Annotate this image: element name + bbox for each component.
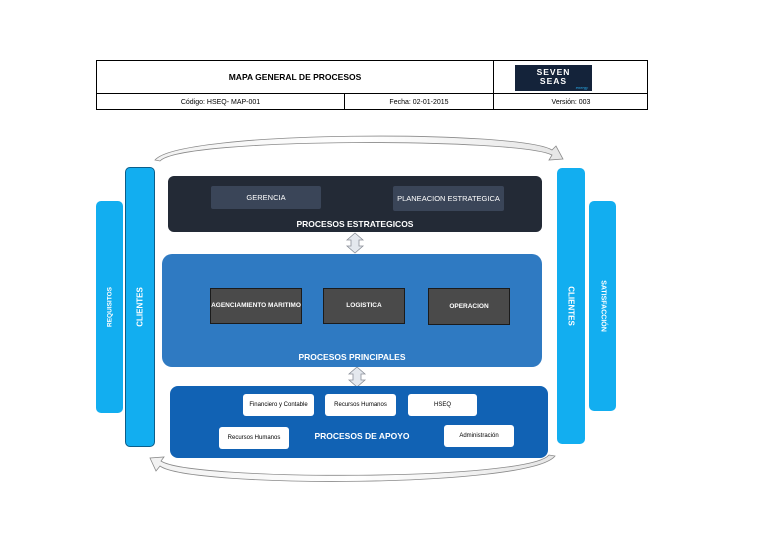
operacion-box: OPERACION bbox=[428, 288, 510, 325]
satisfaccion-bar: SATISFACCIÓN bbox=[589, 201, 616, 411]
clientes-left-bar: CLIENTES bbox=[125, 167, 155, 447]
procesos-principales-block: AGENCIAMIENTO MARITIMO LOGISTICA OPERACI… bbox=[162, 254, 542, 367]
procesos-estrategicos-label: PROCESOS ESTRATEGICOS bbox=[296, 219, 414, 229]
procesos-apoyo-block: Financiero y Contable Recursos Humanos H… bbox=[170, 386, 548, 458]
gerencia-box: GERENCIA bbox=[211, 186, 321, 209]
double-arrow-top bbox=[345, 232, 365, 254]
logo-cell: SEVEN SEAS energy bbox=[494, 61, 648, 94]
procesos-principales-label: PROCESOS PRINCIPALES bbox=[298, 352, 406, 362]
procesos-apoyo-label: PROCESOS DE APOYO bbox=[314, 431, 410, 441]
requisitos-bar: REQUISITOS bbox=[96, 201, 123, 413]
document-code: Código: HSEQ- MAP-001 bbox=[97, 94, 345, 110]
satisfaccion-label: SATISFACCIÓN bbox=[599, 280, 606, 332]
bottom-arc-arrow bbox=[149, 454, 556, 482]
agenciamiento-maritimo-box: AGENCIAMIENTO MARITIMO bbox=[210, 288, 302, 324]
clientes-left-label: CLIENTES bbox=[135, 287, 145, 327]
planeacion-estrategica-box: PLANEACION ESTRATEGICA bbox=[393, 186, 504, 211]
clientes-right-bar: CLIENTES bbox=[557, 168, 585, 444]
logistica-box: LOGISTICA bbox=[323, 288, 405, 324]
procesos-estrategicos-block: GERENCIA PLANEACION ESTRATEGICA PROCESOS… bbox=[168, 176, 542, 232]
document-version: Versión: 003 bbox=[551, 98, 591, 106]
administracion-box: Administración bbox=[444, 425, 514, 447]
top-arc-arrow bbox=[154, 135, 564, 162]
clientes-right-label: CLIENTES bbox=[566, 286, 576, 326]
document-title: MAPA GENERAL DE PROCESOS bbox=[97, 61, 494, 94]
double-arrow-bottom bbox=[347, 366, 367, 388]
document-date: Fecha: 02-01-2015 bbox=[345, 94, 494, 110]
document-header: MAPA GENERAL DE PROCESOS SEVEN SEAS ener… bbox=[96, 60, 648, 110]
financiero-contable-box: Financiero y Contable bbox=[243, 394, 314, 416]
recursos-humanos-box-1: Recursos Humanos bbox=[325, 394, 396, 416]
hseq-box: HSEQ bbox=[408, 394, 477, 416]
requisitos-label: REQUISITOS bbox=[106, 287, 113, 327]
recursos-humanos-box-2: Recursos Humanos bbox=[219, 427, 289, 449]
company-logo: SEVEN SEAS energy bbox=[515, 65, 592, 91]
